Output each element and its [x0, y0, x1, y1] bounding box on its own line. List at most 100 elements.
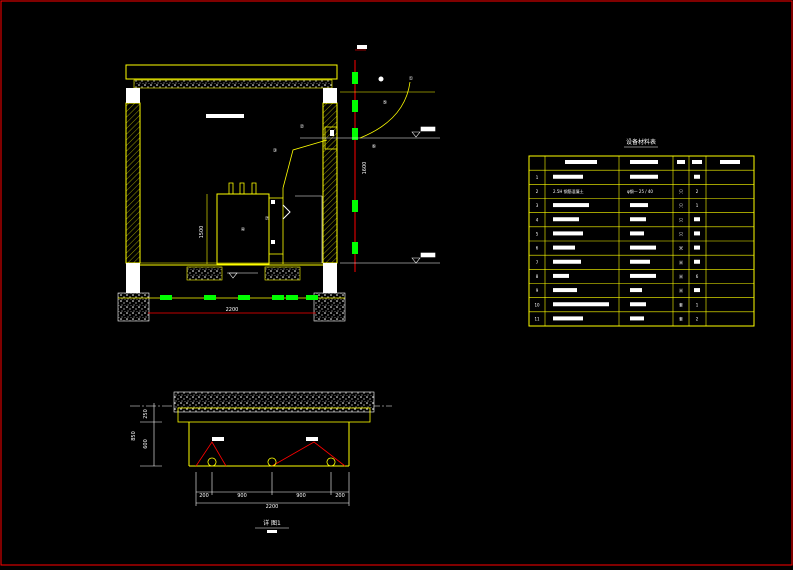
sleeve-marker [330, 130, 334, 136]
table-cell-qty-bar [694, 288, 700, 293]
top-tag [357, 45, 367, 49]
roof-slab-outline [125, 64, 338, 80]
table-cell-no: 9 [536, 288, 539, 293]
table-cell-spec-bar [630, 316, 644, 321]
table-cell-qty: 2 [696, 316, 699, 321]
base-left-footing [117, 292, 150, 322]
table-cell-name-bar [553, 288, 577, 293]
riser-green-markers [352, 72, 358, 254]
right-wall-cap [323, 88, 337, 103]
section-tag-left [212, 437, 224, 441]
table-title: 设备材料表 [626, 138, 656, 146]
table-cell-qty: 1 [696, 302, 699, 307]
table-header-cell [720, 160, 740, 164]
callout-node [378, 76, 384, 82]
section-vdim-total: 850 [131, 431, 137, 441]
table-header-cell [630, 160, 658, 164]
riser-marker-1 [271, 200, 275, 204]
callout-1: ① [409, 76, 414, 82]
table-cell-name: 2.5H 钢筋混凝土 [553, 188, 584, 194]
table-cell-spec-bar [630, 231, 644, 236]
table-header-cell [677, 160, 685, 164]
callout-6: ⑥ [372, 144, 377, 150]
table-cell-name-bar [553, 259, 581, 264]
left-wall-footing [126, 263, 140, 293]
section-slab [173, 391, 375, 413]
table-cell-no: 3 [536, 203, 539, 208]
callout-7: ⑦ [265, 216, 270, 222]
callout-2: ② [300, 124, 305, 130]
riser-to-wall [282, 139, 328, 189]
table-cell-unit: 套 [679, 301, 683, 307]
table-cell-qty-bar [694, 259, 700, 264]
table-cell-no: 8 [536, 274, 539, 279]
table-cell-qty: 1 [696, 203, 699, 208]
width-dim: 2200 [226, 307, 239, 313]
table-cell-name-bar [553, 217, 579, 222]
table-cell-name-bar [553, 273, 569, 278]
section-hdim-4: 200 [335, 493, 345, 499]
table-row: 10 套 1 [534, 301, 698, 307]
section-vdim-1: 250 [143, 409, 149, 419]
table-cell-qty-bar [694, 231, 700, 236]
callouts: ① ② ③ ⑤ ⑥ ⑦ [265, 76, 414, 222]
section-view: 250 600 850 200 900 900 200 2200 详 图1 [130, 391, 392, 533]
equipment-height-dim: 1500 [199, 226, 205, 239]
section-hdim-1: 200 [199, 493, 209, 499]
riser-marker-2 [271, 240, 275, 244]
section-hdim-ticks [195, 472, 350, 506]
table-cell-spec-bar [630, 259, 650, 264]
table-cell-qty: 6 [696, 274, 699, 279]
table-cell-unit: 只 [679, 189, 683, 194]
table-cell-spec-bar [630, 245, 656, 250]
section-slab-inner [177, 407, 371, 423]
table-cell-spec: φ钢一 25 / 40 [627, 188, 653, 194]
curved-lead [359, 81, 411, 139]
section-tag-right [306, 437, 318, 441]
table-cell-name-bar [553, 316, 583, 321]
table-cell-unit: 只 [679, 231, 683, 236]
table-cell-unit: 套 [679, 315, 683, 321]
table-cell-no: 5 [536, 231, 539, 236]
table-cell-no: 6 [536, 246, 539, 251]
footing-block-right [264, 266, 301, 281]
callout-5: ⑤ [383, 100, 387, 106]
table-cell-unit: 米 [679, 273, 683, 279]
room-label-bar [206, 114, 244, 118]
table-cell-name-bar [553, 231, 583, 236]
table-cell-unit: 只 [679, 217, 683, 222]
table-cell-no: 2 [536, 189, 539, 194]
table-cell-name-bar [553, 174, 583, 179]
table-cell-name-bar [553, 245, 575, 250]
equipment-top-fittings [228, 182, 257, 194]
callout-3: ③ [273, 148, 277, 154]
level-marker [227, 272, 258, 279]
table-cell-no: 10 [534, 302, 540, 307]
riser-height-dim: 1600 [362, 162, 368, 175]
right-wall-footing [323, 263, 337, 293]
table-grid [529, 156, 754, 326]
section-hdim-2: 900 [237, 493, 247, 499]
table-header-cell [692, 160, 702, 164]
riser-box [268, 197, 284, 255]
table-cell-no: 4 [536, 217, 539, 222]
section-red-bracing [195, 441, 346, 467]
table-cell-unit: 米 [679, 259, 683, 265]
section-hdim-3: 900 [296, 493, 306, 499]
section-scale-tag [267, 530, 277, 533]
section-title: 详 图1 [263, 519, 281, 527]
roof-slab-fill [133, 79, 333, 89]
table-cell-spec-bar [630, 203, 648, 208]
table-cell-name-bar [553, 203, 589, 208]
table-cell-spec-bar [630, 174, 658, 179]
table-cell-unit: 米 [679, 287, 683, 293]
base-right-footing [313, 292, 346, 322]
